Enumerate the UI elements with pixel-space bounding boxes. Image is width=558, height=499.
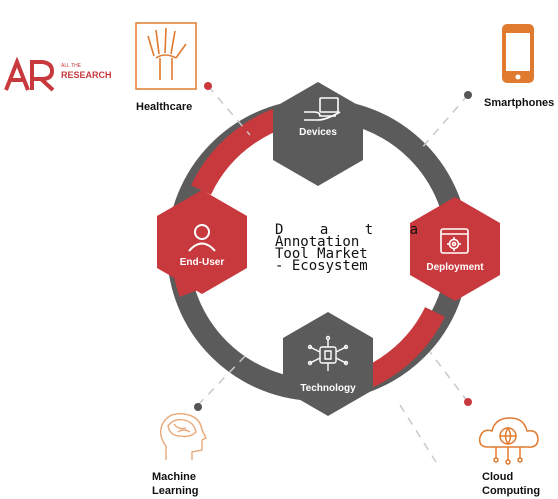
end-user-label: End-User: [179, 257, 225, 268]
devices-label: Devices: [299, 127, 337, 138]
xray-hand-icon: [135, 22, 197, 90]
machine-learning-label-2: Learning: [152, 485, 199, 497]
deployment-label: Deployment: [426, 262, 484, 273]
smartphones-label: Smartphones: [484, 97, 555, 109]
technology-label: Technology: [300, 383, 356, 394]
title-line2: Annotation: [275, 234, 360, 250]
title-line1: D a t a: [275, 222, 433, 238]
connector-machine-learning: [197, 352, 249, 406]
title-line4: - Ecosystem: [275, 258, 368, 274]
logo-mark: [4, 56, 55, 92]
hex-devices[interactable]: [273, 82, 363, 186]
dot-cloud-computing: [464, 398, 472, 406]
chip-icon: [307, 335, 349, 371]
connector-center-lower: [399, 404, 437, 463]
cloud-computing-label-1: Cloud: [482, 471, 514, 483]
connector-healthcare: [207, 85, 251, 136]
logo-line1: ALL THE: [61, 63, 82, 69]
person-icon: [188, 224, 216, 252]
logo-line2: RESEARCH: [61, 70, 112, 80]
dot-machine-learning: [194, 403, 202, 411]
brain-head-icon: [159, 413, 207, 460]
machine-learning-label-1: Machine: [152, 471, 197, 483]
hex-end-user[interactable]: [157, 190, 247, 294]
gear-window-icon: [440, 228, 469, 254]
title-line3: Tool Market: [275, 246, 368, 262]
connector-cloud-computing: [429, 351, 469, 403]
dot-healthcare: [204, 82, 212, 90]
devices-icon: [304, 97, 341, 121]
healthcare-label: Healthcare: [136, 101, 193, 113]
connector-smartphones: [419, 94, 469, 151]
cloud-computing-label-2: Computing: [482, 485, 541, 497]
dot-smartphones: [464, 91, 472, 99]
smartphone-icon: [502, 24, 534, 83]
cloud-computing-icon: [478, 417, 539, 465]
